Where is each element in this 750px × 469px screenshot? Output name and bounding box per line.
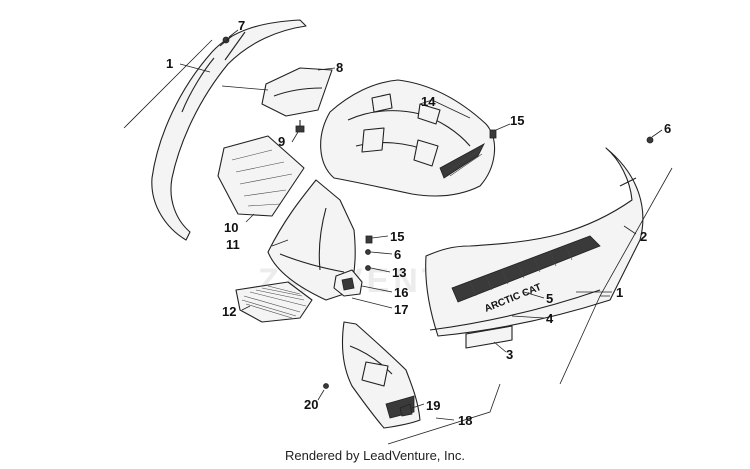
leader-6a bbox=[651, 129, 663, 138]
callout-20: 20 bbox=[304, 397, 318, 412]
callout-19: 19 bbox=[426, 398, 440, 413]
callout-5: 5 bbox=[546, 291, 553, 306]
callout-15b: 15 bbox=[390, 229, 404, 244]
part-fastener-20 bbox=[323, 383, 329, 389]
part-fastener-9 bbox=[295, 120, 305, 133]
part-left-hood-trim bbox=[151, 19, 307, 241]
leader-1a bbox=[179, 63, 211, 73]
callout-14: 14 bbox=[421, 94, 436, 109]
callout-7: 7 bbox=[238, 18, 245, 33]
bracket-18 bbox=[387, 383, 501, 445]
part-mesh-12 bbox=[235, 281, 313, 323]
part-fastener-15b bbox=[365, 235, 373, 244]
callout-18: 18 bbox=[458, 413, 472, 428]
leader-3 bbox=[493, 341, 507, 353]
footer-credit: Rendered by LeadVenture, Inc. bbox=[285, 448, 465, 463]
leader-20 bbox=[317, 389, 325, 401]
leader-13 bbox=[370, 267, 391, 273]
part-side-panel-2: ARCTIC CAT bbox=[425, 147, 644, 349]
callout-6b: 6 bbox=[394, 247, 401, 262]
bracket-1b bbox=[559, 167, 673, 385]
leader-10 bbox=[245, 213, 255, 223]
callout-6a: 6 bbox=[664, 121, 671, 136]
part-grille-10 bbox=[217, 135, 305, 217]
callout-11: 11 bbox=[226, 237, 240, 252]
callout-8: 8 bbox=[336, 60, 343, 75]
part-bracket-16 bbox=[333, 269, 363, 297]
part-clip-6a bbox=[646, 136, 654, 144]
bracket-1a bbox=[123, 39, 213, 129]
callout-3: 3 bbox=[506, 347, 513, 362]
leader-2 bbox=[623, 225, 637, 235]
leader-17 bbox=[351, 297, 393, 309]
leader-19 bbox=[411, 403, 425, 409]
callout-13: 13 bbox=[392, 265, 406, 280]
callout-15a: 15 bbox=[510, 113, 524, 128]
leader-6b bbox=[370, 251, 393, 255]
callout-17: 17 bbox=[394, 302, 408, 317]
callout-16: 16 bbox=[394, 285, 408, 300]
part-upper-hood bbox=[320, 79, 496, 197]
callout-9: 9 bbox=[278, 134, 285, 149]
callout-1b: 1 bbox=[616, 285, 623, 300]
part-panel-8 bbox=[261, 67, 333, 117]
part-clip-6b bbox=[365, 249, 371, 255]
leader-15a bbox=[495, 123, 511, 131]
callout-2: 2 bbox=[640, 229, 647, 244]
leader-16 bbox=[361, 285, 393, 293]
leader-4 bbox=[511, 315, 545, 319]
leader-9 bbox=[291, 131, 299, 143]
leader-12 bbox=[241, 305, 251, 311]
part-fastener-15a bbox=[489, 129, 497, 139]
callout-4: 4 bbox=[546, 311, 554, 326]
leader-14 bbox=[419, 99, 471, 119]
leader-7 bbox=[228, 29, 239, 38]
part-fastener-13 bbox=[365, 265, 371, 271]
leader-11 bbox=[271, 239, 289, 247]
leader-8b bbox=[221, 85, 269, 91]
part-clip-7 bbox=[219, 35, 233, 47]
part-nose-11 bbox=[267, 179, 356, 301]
leader-8 bbox=[317, 67, 336, 71]
leader-15b bbox=[371, 235, 389, 239]
part-clip-19 bbox=[399, 403, 413, 417]
leader-5 bbox=[523, 291, 545, 299]
callout-12: 12 bbox=[222, 304, 236, 319]
callout-10: 10 bbox=[224, 220, 238, 235]
callout-1a: 1 bbox=[166, 56, 173, 71]
